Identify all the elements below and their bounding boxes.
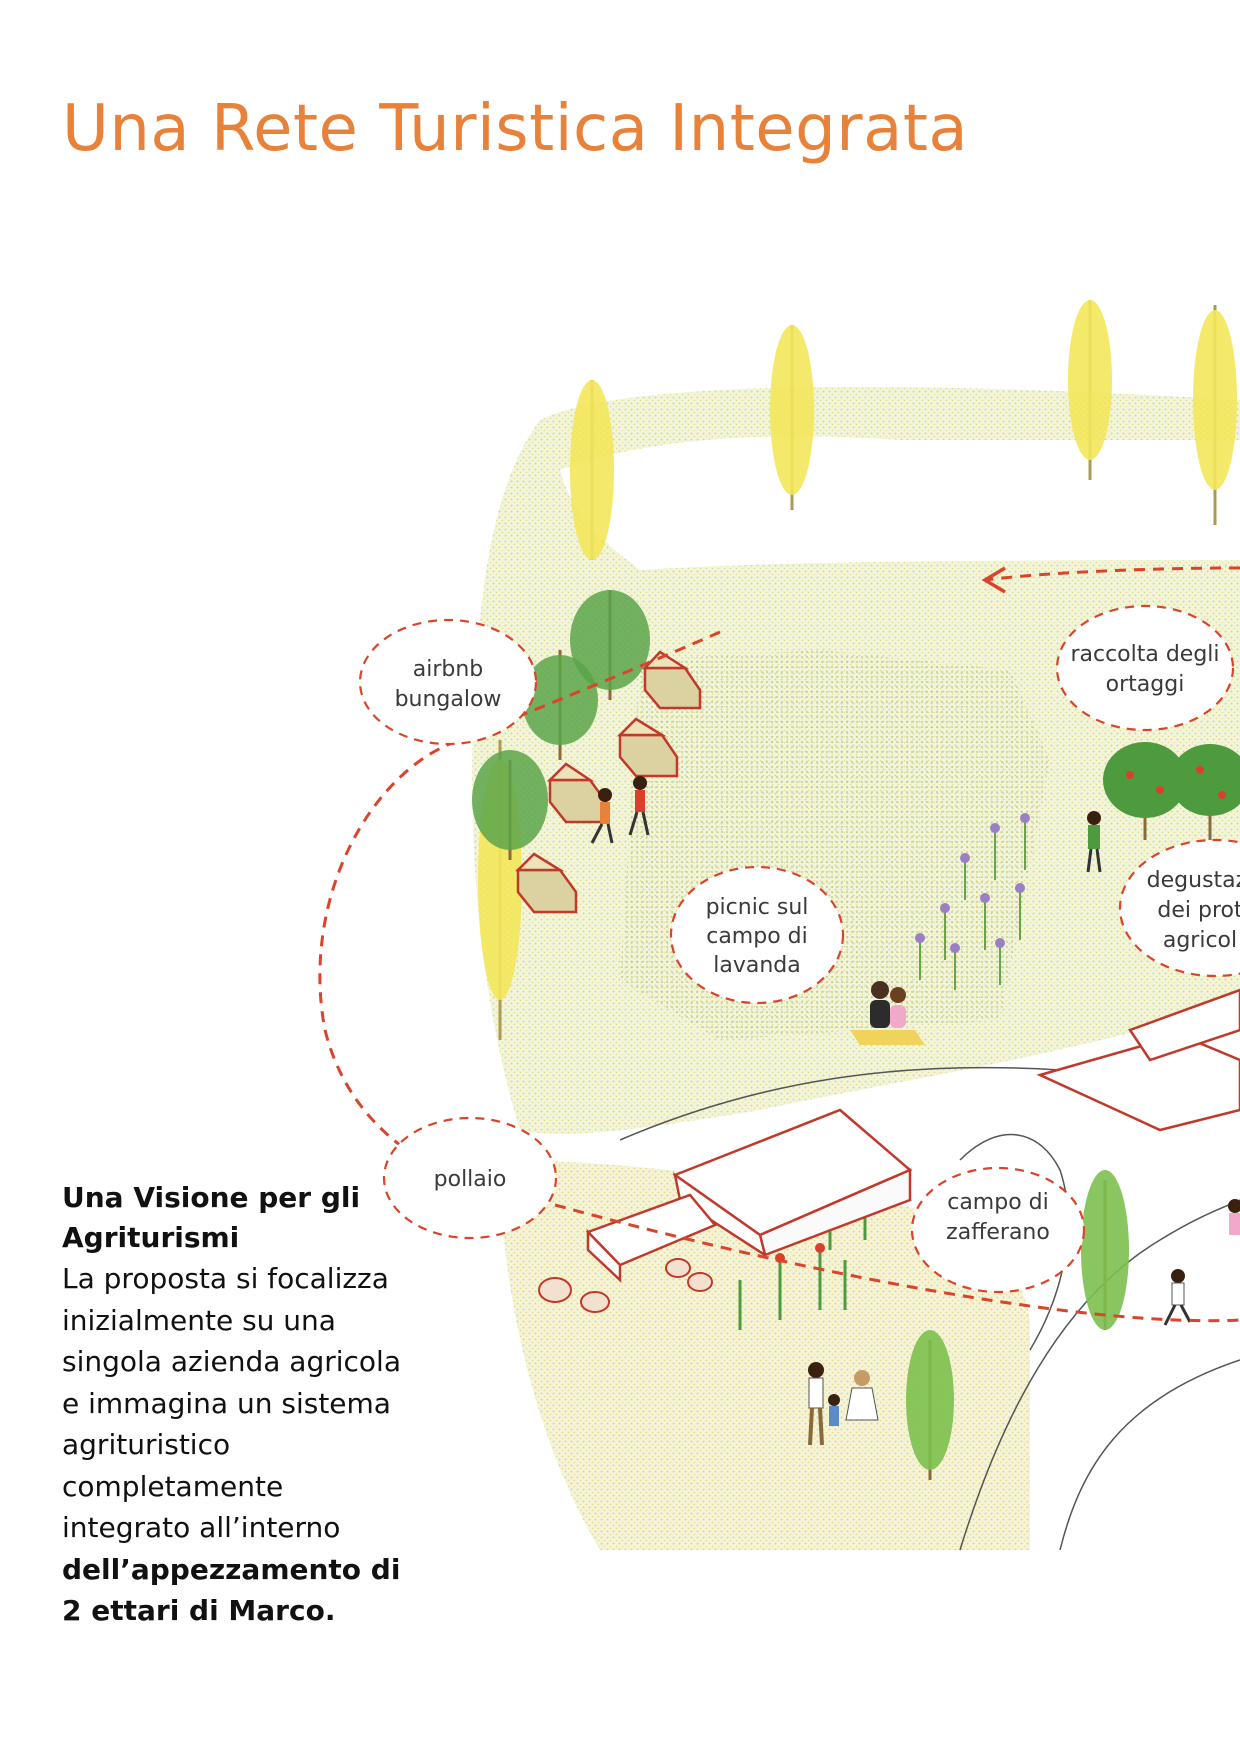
label-picnic-line3: lavanda — [713, 953, 800, 978]
bubble-campo-zafferano — [910, 1166, 1086, 1294]
green-tree — [570, 590, 650, 700]
label-zafferano-line1: campo di — [947, 1190, 1049, 1215]
bubble-raccolta-ortaggi — [1055, 604, 1235, 732]
family — [808, 1362, 879, 1446]
page-title: Una Rete Turistica Integrata — [62, 92, 969, 166]
bungalow — [616, 717, 679, 778]
main-house — [1036, 988, 1240, 1132]
people — [590, 776, 1240, 1446]
intro-body-bold: dell’appezzamento di 2 ettari di Marco. — [62, 1552, 401, 1628]
barn — [672, 1108, 913, 1258]
label-degustazione-line2: dei prot — [1157, 898, 1240, 923]
farmer — [1086, 811, 1102, 873]
intro-heading: Una Visione per gli Agriturismi — [62, 1181, 361, 1254]
label-airbnb-line2: bungalow — [395, 687, 502, 712]
label-bubbles — [358, 604, 1240, 1294]
walker — [590, 788, 614, 844]
lavender-field — [915, 813, 1030, 990]
fruit-tree — [1170, 744, 1240, 840]
intro-body: La proposta si focalizza inizialmente su… — [62, 1258, 412, 1632]
label-degustazione-line1: degustazi — [1147, 868, 1240, 893]
poplar-tree — [906, 1330, 954, 1480]
fruit-tree — [1103, 742, 1187, 840]
bungalows — [514, 650, 702, 914]
runner — [1228, 1199, 1240, 1235]
farm-buildings — [585, 988, 1240, 1283]
picnic-couple — [850, 981, 925, 1045]
route-arrow-icon — [981, 566, 1006, 594]
label-pollaio: pollaio — [434, 1167, 507, 1192]
label-picnic-line2: campo di — [706, 924, 808, 949]
tree-row — [472, 300, 1240, 1480]
label-texts: airbnb bungalow raccolta degli ortaggi p… — [395, 642, 1240, 1245]
chickens — [538, 1258, 713, 1313]
label-raccolta-line1: raccolta degli — [1070, 642, 1219, 667]
tall-tree — [770, 325, 814, 510]
tall-tree — [1068, 300, 1112, 480]
label-picnic-line1: picnic sul — [706, 895, 809, 920]
runner — [1163, 1269, 1192, 1326]
bungalow — [546, 762, 608, 824]
bungalow — [514, 852, 578, 914]
label-zafferano-line2: zafferano — [946, 1220, 1050, 1245]
green-tree — [472, 750, 548, 860]
label-raccolta-line2: ortaggi — [1106, 672, 1185, 697]
walker — [628, 776, 650, 836]
bungalow — [642, 650, 702, 710]
tour-route — [318, 566, 1240, 1323]
intro-section: Una Visione per gli Agriturismi La propo… — [62, 1178, 422, 1632]
label-airbnb-line1: airbnb — [413, 657, 484, 682]
bubble-picnic-lavanda — [669, 865, 845, 1005]
poplar-tree — [1081, 1170, 1129, 1330]
bubble-pollaio — [382, 1116, 558, 1240]
label-degustazione-line3: agricol — [1163, 928, 1237, 953]
tall-tree — [1193, 305, 1237, 525]
intro-body-text: La proposta si focalizza inizialmente su… — [62, 1262, 401, 1544]
bubble-airbnb-bungalow — [358, 618, 538, 746]
tall-tree — [570, 380, 614, 560]
bubble-degustazione — [1118, 838, 1240, 978]
